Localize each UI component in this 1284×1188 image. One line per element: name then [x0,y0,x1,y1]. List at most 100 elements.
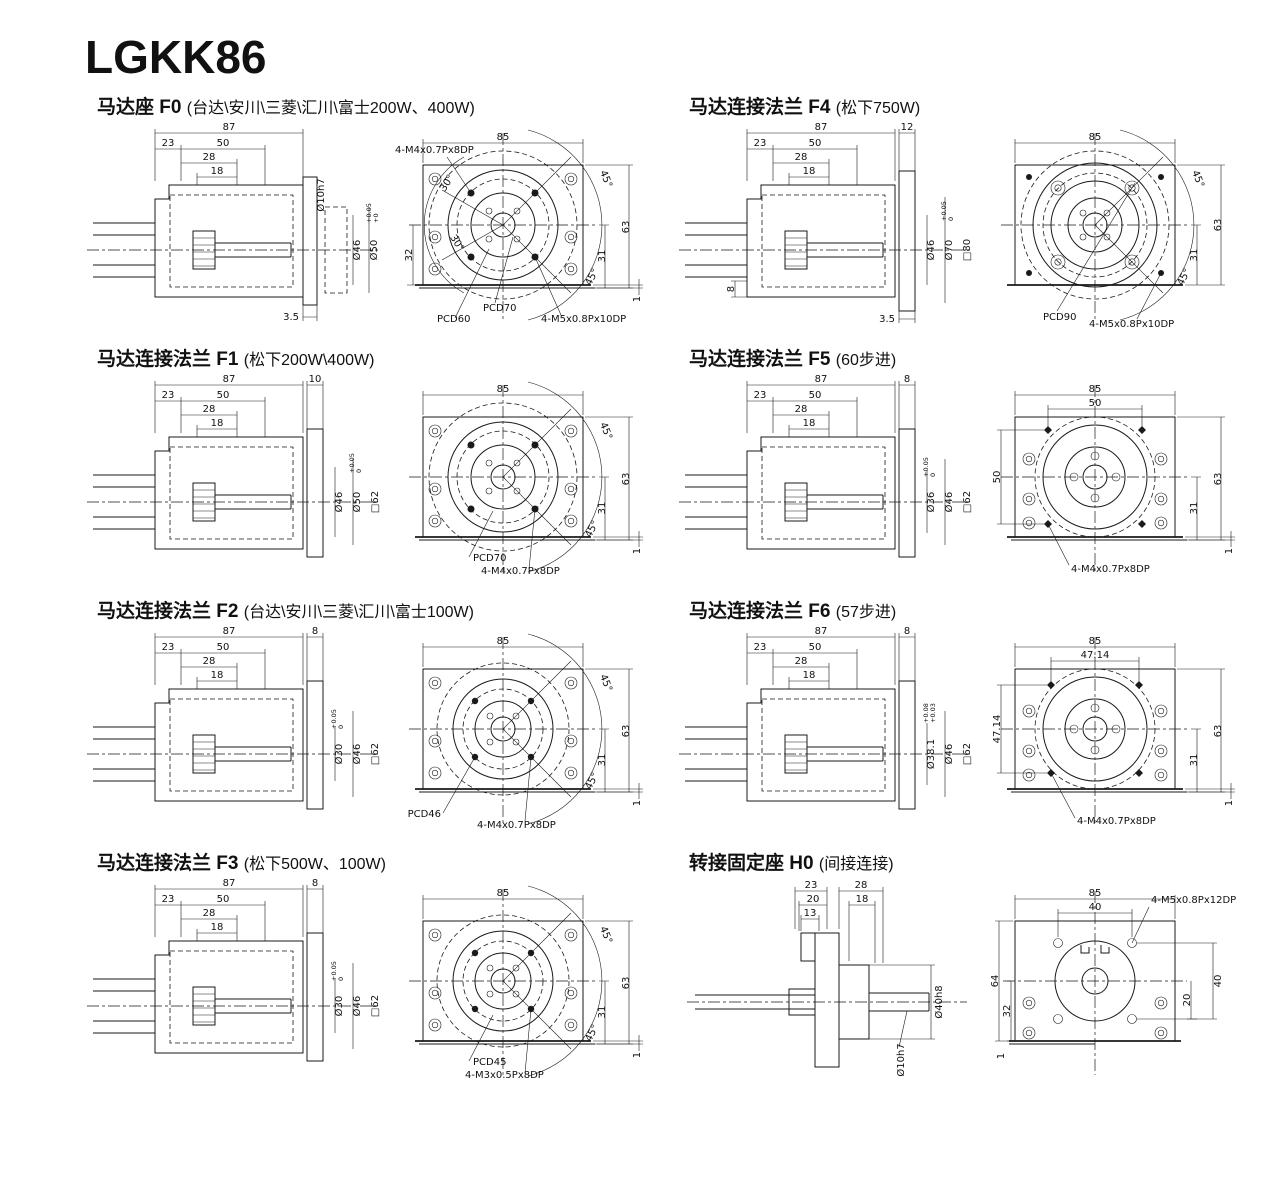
dimension-lines [422,391,643,570]
dim-50: 50 [1089,398,1102,409]
inner-dashed-outline [761,698,886,792]
f1-front-view: 85 63 31 1 45° 45° PCD70 4-M4x0.7Px8DP [409,381,643,577]
angle-arcs [423,129,603,321]
panel-f0-title: 马达座 F0 (台达\安川\三菱\汇川\富士200W、400W) [97,92,677,119]
dimension-lines [154,129,370,321]
tol-upper: +0.08 [922,703,930,723]
panel-subtitle-text: (松下200W\400W) [243,352,375,369]
mount-screws [428,676,578,780]
h0-side-view: 23 28 20 18 13 Ø40h8 Ø10h7 [687,880,967,1077]
dim-50: 50 [809,138,822,149]
dim-87: 87 [223,878,236,889]
dim-31: 31 [1189,249,1200,262]
panel-f5-title: 马达连接法兰 F5 (60步进) [689,344,1267,371]
panel-title-text: 马达连接法兰 F3 [97,853,239,874]
mount-screws [1022,996,1168,1040]
panel-f3-title: 马达连接法兰 F3 (松下500W、100W) [97,848,677,875]
corner-screw-holes [1026,174,1164,276]
thread-spec-label: 4-M4x0.7Px8DP [395,145,474,156]
dimension-lines [995,895,1217,1042]
dim-18: 18 [211,670,224,681]
dim-64: 64 [990,975,1001,988]
dim-63: 63 [621,725,632,738]
dim-18: 18 [211,166,224,177]
tol-upper: +0.05 [330,709,338,729]
dim-50: 50 [217,390,230,401]
pcd-label: PCD70 [483,303,516,314]
angle-label: 45° [584,519,602,540]
flange-circles [1034,416,1156,538]
dim-40: 40 [1089,902,1102,913]
dim-8: 8 [726,286,737,292]
dim-85: 85 [497,888,510,899]
dim-3-5: 3.5 [283,312,299,323]
dim-8: 8 [904,626,910,637]
panel-subtitle-text: (台达\安川\三菱\汇川\富士200W、400W) [186,100,475,117]
tol-upper: +0.05 [922,457,930,477]
dim-63: 63 [621,977,632,990]
dim-63: 63 [621,221,632,234]
f4-front-view: 85 63 31 45° 45° PCD90 4-M5x0.8Px10DP [1001,129,1225,329]
dim-10: 10 [309,374,322,385]
dim-23: 23 [754,390,767,401]
h0-front-view: 85 40 4-M5x0.8Px12DP 64 32 1 40 20 [990,888,1236,1075]
panel-f6: 马达连接法兰 F6 (57步进) [677,590,1267,842]
angle-label: 45° [584,771,602,792]
dim-85: 85 [1089,132,1102,143]
angle-label: 45° [1176,267,1194,288]
dia-label: Ø50 [368,240,380,261]
dim-31: 31 [597,502,608,515]
f3-front-view: 85 63 31 1 45° 45° PCD45 4-M3x0.5Px8DP [409,885,643,1081]
flange-holes [1053,938,1137,1024]
dia-label: Ø10h7 [895,1043,907,1076]
dim-50-v: 50 [992,471,1003,484]
angle-label: 45° [597,925,614,946]
panel-f6-title: 马达连接法兰 F6 (57步进) [689,596,1267,623]
flange-circles [428,402,578,552]
panel-title-text: 马达连接法兰 F6 [689,601,831,622]
tol-lower: 0 [947,217,955,221]
dimension-lines [731,129,946,323]
angle-label: 45° [1189,169,1206,190]
panel-f1-title: 马达连接法兰 F1 (松下200W\400W) [97,344,677,371]
dia-label: Ø36 [925,492,937,513]
dia-label: Ø46 [943,744,955,765]
panel-title-text: 转接固定座 H0 [689,853,814,874]
tol-upper: +0.05 [330,961,338,981]
dim-63: 63 [1213,473,1224,486]
f5-side-view: 87 8 23 50 28 18 Ø36 +0.05 0 Ø46 □62 [679,374,973,558]
body-outline [93,428,324,558]
dim-87: 87 [815,374,828,385]
dim-31: 31 [597,1006,608,1019]
inner-dashed-outline [169,194,294,288]
panel-f2: 马达连接法兰 F2 (台达\安川\三菱\汇川\富士100W) [85,590,677,842]
flange-circles [1034,668,1156,790]
panel-f4: 马达连接法兰 F4 (松下750W) [677,86,1267,338]
dim-23: 23 [162,138,175,149]
dim-85: 85 [497,636,510,647]
dim-28: 28 [203,908,216,919]
dia-label: Ø46 [351,996,363,1017]
body-outline [695,932,930,1068]
dimension-lines [997,643,1235,819]
mount-screws [428,172,578,276]
dim-85: 85 [1089,384,1102,395]
panel-title-text: 马达座 F0 [97,97,182,118]
thread-spec-label: 4-M4x0.7Px8DP [477,820,556,831]
dim-1: 1 [632,1052,643,1058]
dim-31: 31 [597,754,608,767]
dim-63: 63 [1213,725,1224,738]
dim-85: 85 [1089,888,1102,899]
dimension-lines [422,895,643,1074]
angle-label: 45° [584,267,602,288]
dim-28: 28 [795,152,808,163]
dim-18: 18 [803,418,816,429]
tol-lower: 0 [337,977,345,981]
dia-label: Ø10h7 [315,178,327,211]
dim-8: 8 [312,626,318,637]
dim-28: 28 [855,880,868,891]
tol-lower: 0 [337,725,345,729]
dim-47-14: 47.14 [1081,650,1110,661]
page-header: LGKK86 [0,30,1284,84]
